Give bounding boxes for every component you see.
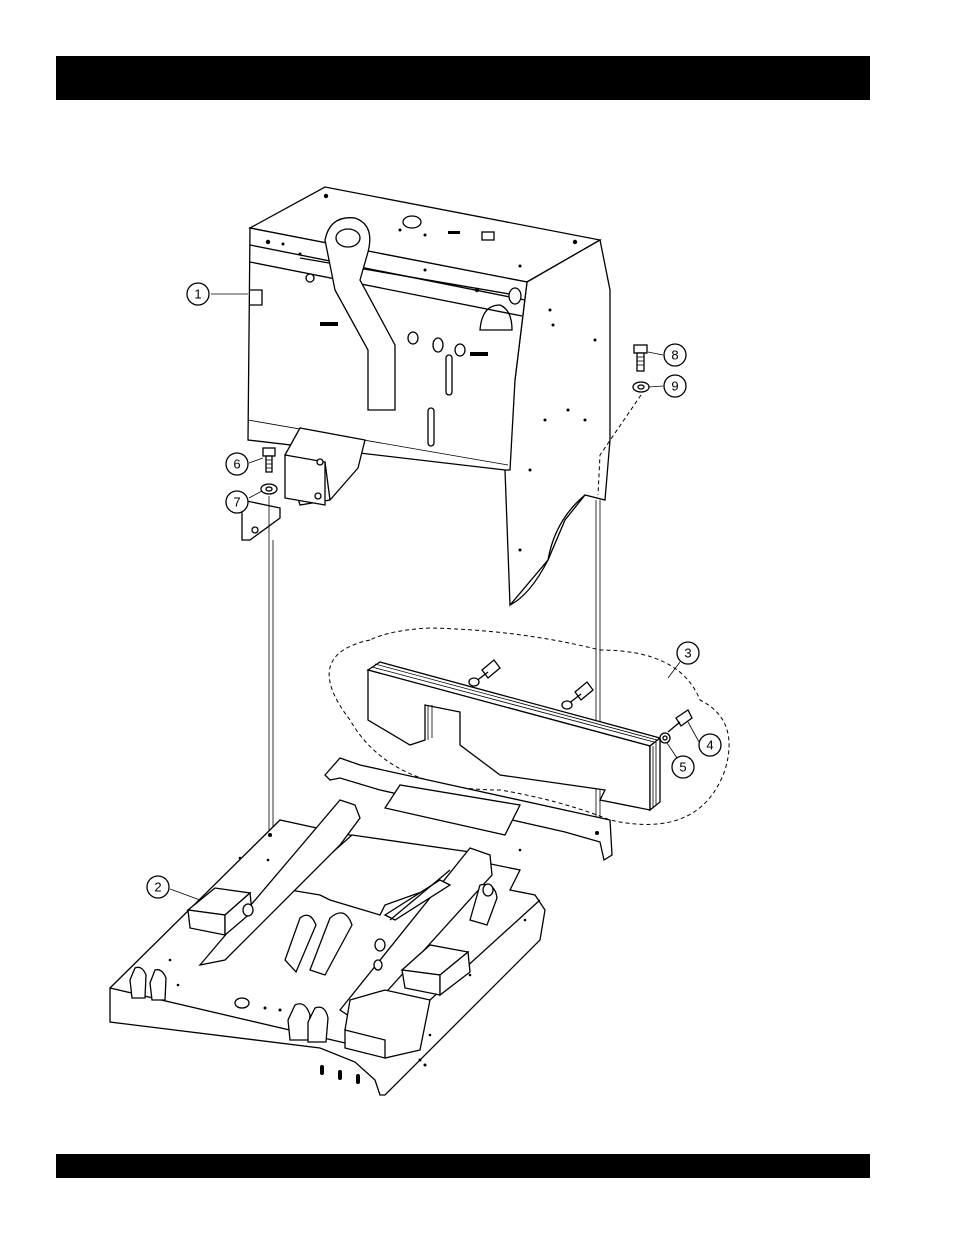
washer-5 bbox=[660, 733, 670, 743]
bolt-4 bbox=[668, 710, 692, 732]
callout-4: 4 bbox=[688, 722, 721, 756]
kit-bolt bbox=[562, 682, 593, 709]
base-frame bbox=[110, 758, 612, 1095]
callout-5: 5 bbox=[667, 743, 694, 778]
housing-mount-bracket bbox=[242, 428, 365, 540]
callout-8: 8 bbox=[648, 344, 686, 366]
kit-bolt bbox=[469, 660, 500, 686]
callout-6: 6 bbox=[226, 453, 263, 475]
callout-2: 2 bbox=[147, 876, 200, 900]
bolt-6 bbox=[263, 448, 275, 472]
bolt-8 bbox=[634, 345, 647, 371]
svg-text:8: 8 bbox=[671, 348, 678, 363]
svg-text:7: 7 bbox=[233, 495, 240, 510]
svg-text:3: 3 bbox=[684, 646, 691, 661]
svg-text:2: 2 bbox=[154, 880, 161, 895]
washer-9 bbox=[633, 382, 649, 392]
svg-text:4: 4 bbox=[706, 738, 713, 753]
housing-assembly bbox=[242, 187, 610, 605]
svg-text:5: 5 bbox=[679, 760, 686, 775]
callout-1: 1 bbox=[187, 283, 248, 305]
svg-text:6: 6 bbox=[233, 457, 240, 472]
svg-text:9: 9 bbox=[671, 379, 678, 394]
svg-text:1: 1 bbox=[194, 287, 201, 302]
callout-9: 9 bbox=[649, 375, 686, 397]
washer-7 bbox=[261, 484, 277, 494]
callout-3: 3 bbox=[668, 642, 699, 678]
shim-kit bbox=[329, 628, 729, 824]
